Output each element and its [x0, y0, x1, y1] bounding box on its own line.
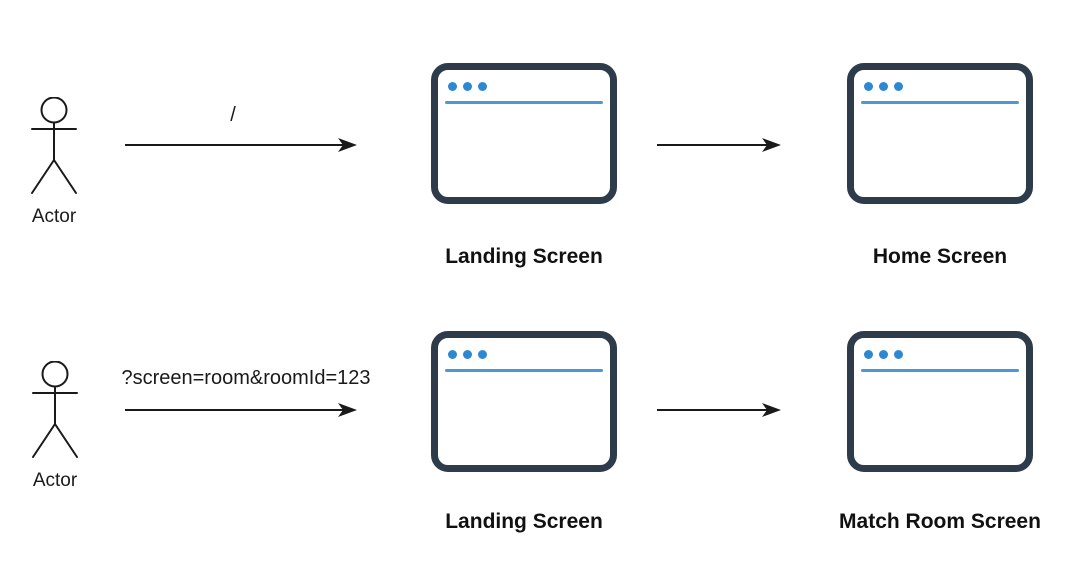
request-arrow: [125, 401, 357, 419]
screen-label: Home Screen: [872, 245, 1008, 268]
window-dots-icon: [864, 82, 903, 91]
screen-label: Landing Screen: [445, 245, 603, 268]
screen-label: Match Room Screen: [839, 510, 1041, 533]
browser-window-icon: [431, 63, 617, 204]
window-titlebar-line: [445, 101, 603, 104]
actor-label: Actor: [32, 470, 78, 491]
window-titlebar-line: [861, 369, 1019, 372]
browser-window-icon: [847, 331, 1033, 472]
browser-window-icon: [847, 63, 1033, 204]
request-query-label: ?screen=room&roomId=123: [121, 367, 371, 389]
window-titlebar-line: [861, 101, 1019, 104]
stick-figure-icon: [32, 361, 78, 458]
browser-window-icon: [431, 331, 617, 472]
transition-arrow: [657, 136, 781, 154]
right-arrow-icon: [657, 138, 781, 152]
actor-figure: Actor: [23, 361, 87, 492]
window-titlebar-line: [445, 369, 603, 372]
window-dots-icon: [448, 82, 487, 91]
window-dots-icon: [864, 350, 903, 359]
right-arrow-icon: [125, 138, 357, 152]
transition-arrow: [657, 401, 781, 419]
right-arrow-icon: [125, 403, 357, 417]
request-path-label: /: [230, 104, 236, 126]
window-dots-icon: [448, 350, 487, 359]
request-arrow: [125, 136, 357, 154]
stick-figure-icon: [31, 97, 77, 194]
screen-label: Landing Screen: [445, 510, 603, 533]
right-arrow-icon: [657, 403, 781, 417]
actor-label: Actor: [31, 206, 77, 227]
actor-figure: Actor: [22, 97, 86, 228]
